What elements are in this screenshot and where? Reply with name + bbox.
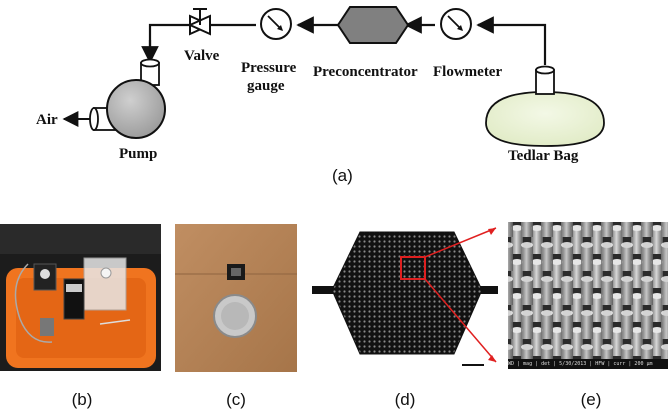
- caption-b: (b): [71, 390, 93, 409]
- preconcentrator-label: Preconcentrator: [313, 64, 418, 80]
- flowmeter-label: Flowmeter: [433, 64, 502, 80]
- flowmeter-icon: [440, 8, 472, 40]
- air-label: Air: [36, 112, 58, 128]
- photo-chip-coin: [175, 224, 297, 372]
- pump-label: Pump: [119, 146, 157, 162]
- zoom-box: [400, 256, 426, 280]
- caption-c: (c): [226, 390, 246, 409]
- caption-e: (e): [580, 390, 602, 409]
- valve-label: Valve: [184, 48, 220, 64]
- pressure-gauge-label-line2: gauge: [247, 78, 285, 94]
- photo-setup-tray: [0, 224, 161, 371]
- tedlar-bag-icon: [485, 65, 605, 147]
- photo-micropillar-chip: [312, 224, 498, 369]
- photo-sem-pillars: WD | mag | det | 5/30/2013 | HFW | curr …: [508, 222, 668, 369]
- pressure-gauge-label: Pressure: [241, 60, 297, 76]
- caption-d: (d): [394, 390, 416, 409]
- valve-icon: [187, 8, 213, 36]
- sem-info-bar: WD | mag | det | 5/30/2013 | HFW | curr …: [508, 359, 668, 369]
- pump-icon: [89, 58, 166, 139]
- preconcentrator-icon: [336, 6, 410, 44]
- tedlar-bag-label: Tedlar Bag: [508, 148, 579, 164]
- caption-a: (a): [332, 166, 353, 185]
- pressure-gauge-icon: [260, 8, 292, 40]
